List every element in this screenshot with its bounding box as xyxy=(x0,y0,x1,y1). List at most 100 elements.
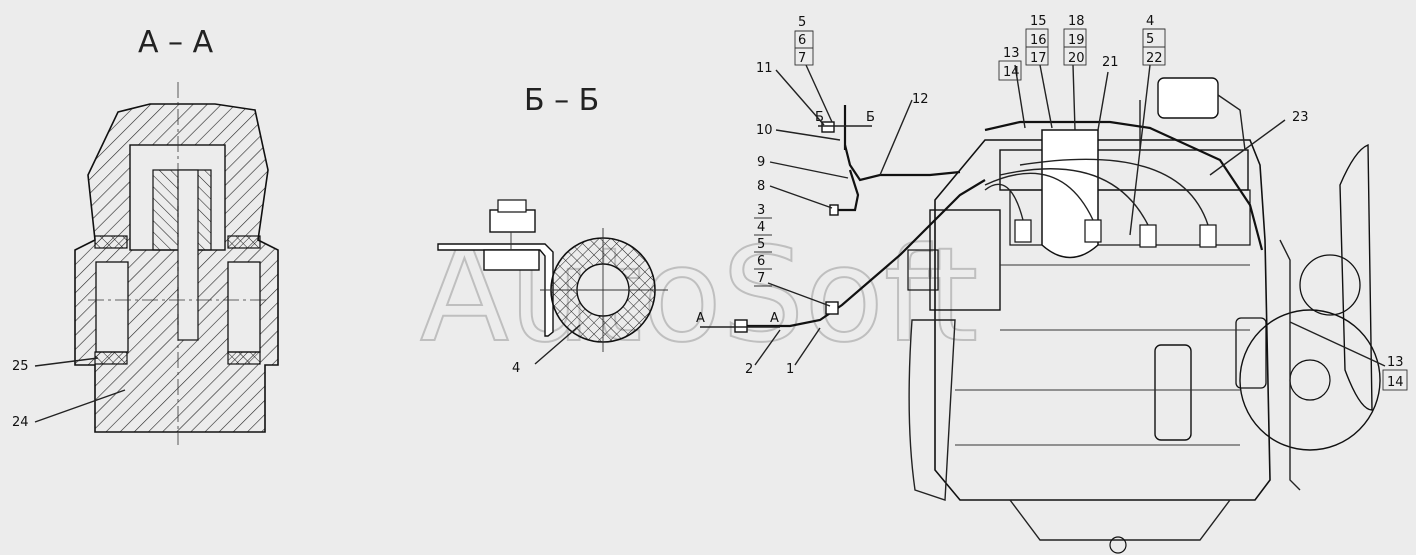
leader-24 xyxy=(34,389,126,423)
frame-14-right xyxy=(1382,369,1408,391)
pipe-9 xyxy=(838,169,860,212)
callout-24: 24 xyxy=(12,415,29,430)
callout-15: 15 xyxy=(1030,14,1047,29)
injector-3 xyxy=(1139,224,1157,248)
leader-5-6-7-top xyxy=(805,64,833,123)
leader-13-14-top xyxy=(1014,64,1026,129)
section-bb-title: Б – Б xyxy=(524,83,599,118)
leader-9 xyxy=(769,161,849,179)
leader-4-bb xyxy=(534,324,581,365)
callout-3: 3 xyxy=(757,203,765,218)
frame-14-top xyxy=(998,60,1022,81)
callout-25: 25 xyxy=(12,359,29,374)
leader-4-5-22 xyxy=(1129,64,1151,236)
upper-washer-right xyxy=(227,235,261,249)
right-cavity xyxy=(227,261,261,353)
callout-5-stack: 5 xyxy=(757,237,765,252)
callout-5-top-right: 5 xyxy=(1146,32,1154,47)
callout-6-stack: 6 xyxy=(757,254,765,269)
cut-mark-a-right: А xyxy=(770,311,779,326)
callout-8: 8 xyxy=(757,179,765,194)
cut-mark-b-right: Б xyxy=(866,110,875,125)
callout-23: 23 xyxy=(1292,110,1309,125)
section-aa-title: А – А xyxy=(138,25,214,60)
fan-blade xyxy=(1339,143,1373,411)
callout-13-top: 13 xyxy=(1003,46,1020,61)
left-cavity xyxy=(95,261,129,353)
callout-22: 22 xyxy=(1146,51,1163,66)
injector-2 xyxy=(1084,219,1102,243)
fitting-2 xyxy=(734,319,748,333)
callout-14-right: 14 xyxy=(1387,375,1404,390)
return-line-23 xyxy=(984,120,1264,251)
leader-2 xyxy=(754,329,781,366)
fuel-filter-18 xyxy=(1041,129,1099,259)
pipe-1 xyxy=(740,179,986,328)
callout-7-stack: 7 xyxy=(757,271,765,286)
callout-13-right: 13 xyxy=(1387,355,1404,370)
crank-pulley xyxy=(1239,309,1381,451)
injector-4 xyxy=(1199,224,1217,248)
leader-1 xyxy=(794,327,821,366)
fan-hub xyxy=(1299,254,1361,316)
callout-18: 18 xyxy=(1068,14,1085,29)
lower-washer-left xyxy=(94,351,128,365)
callout-7-top: 7 xyxy=(798,51,806,66)
watermark-text: AutoSoft xyxy=(420,219,978,371)
leader-3-7 xyxy=(767,282,831,307)
pump-governor xyxy=(907,249,939,291)
center-channel xyxy=(177,169,199,341)
cut-mark-a-left: А xyxy=(696,311,705,326)
callout-5-top: 5 xyxy=(798,15,806,30)
intake-pipe xyxy=(1139,94,1246,151)
engine-block xyxy=(934,139,1271,501)
callout-17: 17 xyxy=(1030,51,1047,66)
callout-4-stack: 4 xyxy=(757,220,765,235)
leader-10 xyxy=(775,129,841,141)
leader-8 xyxy=(769,185,833,209)
callout-4-bb: 4 xyxy=(512,361,520,376)
flywheel-housing xyxy=(908,319,956,501)
leader-13-14-right xyxy=(1289,321,1386,367)
injection-pump xyxy=(929,209,1001,311)
upper-washer-left xyxy=(94,235,128,249)
fuel-line-assembly: Б Б А А xyxy=(696,105,986,333)
injectors xyxy=(1014,219,1217,248)
drain-plug xyxy=(1109,536,1127,554)
callout-4-top: 4 xyxy=(1146,14,1154,29)
callout-14-top: 14 xyxy=(1003,65,1020,80)
bolt-top xyxy=(497,199,527,213)
leader-11 xyxy=(775,69,825,126)
pulley-hub xyxy=(1289,359,1331,401)
callout-6-top: 6 xyxy=(798,33,806,48)
callout-9: 9 xyxy=(757,155,765,170)
section-aa: А – А 25 24 xyxy=(12,25,279,445)
leader-12 xyxy=(879,99,913,176)
leader-18-20 xyxy=(1072,64,1076,131)
callout-11: 11 xyxy=(756,61,773,76)
callout-12: 12 xyxy=(912,92,929,107)
oil-sump xyxy=(1009,499,1231,541)
callout-16: 16 xyxy=(1030,33,1047,48)
oil-filter xyxy=(1154,344,1192,441)
section-bb: Б – Б 4 xyxy=(437,83,668,376)
bolt-head xyxy=(489,209,536,233)
callout-2: 2 xyxy=(745,362,753,377)
clamp-4 xyxy=(825,301,839,315)
callouts: 5 6 7 11 10 9 8 12 3 4 5 6 7 2 1 13 14 1… xyxy=(745,14,1408,391)
callout-19: 19 xyxy=(1068,33,1085,48)
leader-15-17 xyxy=(1039,64,1053,129)
cut-mark-b-left: Б xyxy=(815,110,824,125)
callout-1: 1 xyxy=(786,362,794,377)
lower-washer-right xyxy=(227,351,261,365)
nut xyxy=(483,249,540,271)
intake-elbow xyxy=(1157,77,1219,119)
callout-20: 20 xyxy=(1068,51,1085,66)
fan-belt xyxy=(1279,239,1301,491)
bracket-11 xyxy=(821,121,835,133)
leader-25 xyxy=(34,357,99,367)
pipe-12 xyxy=(843,144,961,182)
leader-21 xyxy=(1097,71,1109,131)
